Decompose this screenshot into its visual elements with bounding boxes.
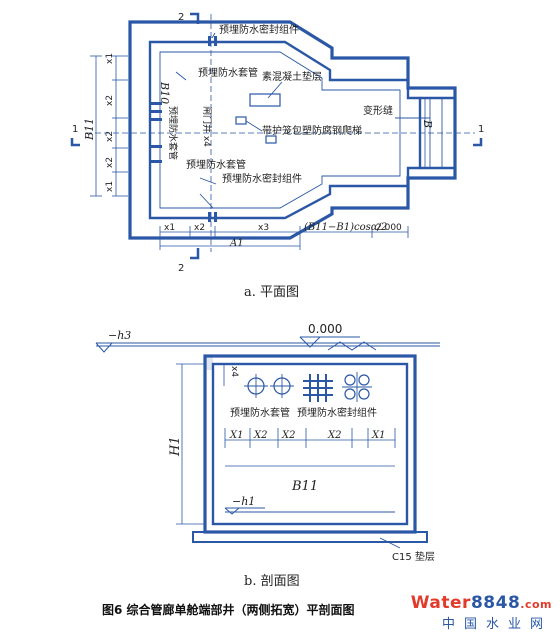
watermark-num: 8848	[470, 593, 521, 613]
label-seal-top: 预埋防水密封组件	[219, 23, 299, 36]
sleeve-mark	[150, 160, 162, 163]
bottom-dim-ticks	[159, 226, 409, 250]
dim-h1: H1	[168, 436, 183, 457]
label-steel-ladder: 带护笼包塑防腐钢爬梯	[262, 124, 362, 137]
spacing-ticks	[224, 428, 396, 448]
wall-top-left	[205, 356, 213, 370]
watermark-word: Water8848.com	[411, 593, 552, 613]
watermark-sub: 中国水业网	[441, 617, 552, 632]
sleeve-mark	[150, 118, 162, 121]
leader	[211, 32, 216, 39]
dim-x2-left-c: x2	[105, 157, 115, 168]
plan-caption: a. 平面图	[244, 285, 299, 300]
sleeve-mark	[150, 110, 162, 113]
dim-x3-bottom: x3	[258, 223, 269, 233]
watermark: Water8848.com 中国水业网	[411, 593, 552, 632]
bottom-seal-mark	[208, 212, 211, 222]
dim-b11-left: B11	[83, 118, 96, 141]
label-sleeve-bottom: 预埋防水套管	[186, 158, 246, 171]
dim-x1-bottom: x1	[164, 223, 175, 233]
dim-b10: B10	[158, 81, 171, 104]
dim-2000: 2 000	[376, 223, 402, 233]
plan-view: 2 2 1 1 预埋防水密封组件	[70, 12, 484, 300]
watermark-tail: .com	[520, 598, 552, 611]
ground-hatch	[327, 341, 377, 351]
label-concrete: 素混凝土垫层	[262, 70, 322, 83]
top-seal-mark	[214, 36, 217, 46]
dim-b: B	[421, 119, 434, 128]
label-seal-bottom: 预埋防水密封组件	[222, 172, 302, 185]
section-mark-right	[473, 138, 483, 147]
cushion-leader	[379, 537, 401, 549]
seal-grid	[303, 374, 333, 402]
spacing-x1-b: X1	[371, 430, 385, 441]
left-sleeve-group	[150, 102, 162, 163]
section-label-top: 2	[178, 12, 184, 23]
label-vertical-left: 预埋防水套管	[167, 106, 179, 160]
pipe-symbols	[244, 372, 372, 402]
section-mark-top	[190, 12, 200, 24]
label-sleeve-top: 预埋防水套管	[198, 66, 258, 79]
spacing-x2-c: X2	[327, 430, 341, 441]
h3-marker	[95, 342, 113, 353]
section-sleeve-label: 预埋防水套管	[230, 406, 290, 419]
elevation-marker	[299, 336, 321, 348]
section-label-right: 1	[478, 124, 484, 135]
h1-floor-label: −h1	[232, 495, 255, 508]
h3-label: −h3	[108, 329, 131, 342]
ladder-base	[265, 135, 277, 144]
leader	[267, 81, 283, 99]
elevation-label: 0.000	[308, 322, 342, 336]
plan-outer-wall	[128, 20, 457, 240]
leader	[199, 177, 217, 185]
section-label-bottom: 2	[178, 263, 184, 274]
dim-x2-left-b: x2	[105, 131, 115, 142]
plan-inner-line	[159, 51, 401, 209]
dim-a1: A1	[229, 238, 244, 249]
bottom-seal-mark	[214, 212, 217, 222]
section-view: −h3 0.000	[95, 322, 440, 589]
sleeve-mark	[150, 145, 162, 148]
label-deform: 变形缝	[363, 104, 393, 117]
section-b11: B11	[291, 479, 318, 494]
dim-x2-bottom: x2	[194, 223, 205, 233]
section-seal-label: 预埋防水密封组件	[297, 406, 377, 419]
h1-floor-marker	[224, 507, 240, 515]
dim-x1-left-top: x1	[105, 53, 115, 64]
label-vertical-right: 闸门井 x4	[201, 106, 213, 147]
figure-caption: 图6 综合管廊单舱端部井（两侧拓宽）平剖面图	[102, 602, 355, 617]
concrete-pad	[249, 93, 281, 107]
spacing-x1-a: X1	[229, 430, 243, 441]
section-mark-bottom	[190, 248, 200, 260]
cushion-label: C15 垫层	[392, 550, 435, 563]
leader	[199, 193, 214, 209]
top-seal-mark	[208, 36, 211, 46]
section-mark-left	[70, 138, 80, 147]
section-inner-box	[211, 362, 409, 526]
dim-x2-left-a: x2	[105, 95, 115, 106]
dim-x4: x4	[229, 366, 239, 377]
left-dim-ticks	[90, 55, 128, 197]
dim-formula: (B11−B1)cosα/2	[304, 222, 387, 233]
section-label-left: 1	[72, 124, 78, 135]
watermark-water: Water	[410, 593, 471, 613]
dim-x1-left-bottom: x1	[105, 181, 115, 192]
spacing-x2-a: X2	[253, 430, 267, 441]
steel-ladder	[235, 116, 247, 125]
leader	[245, 120, 263, 132]
sleeve-mark	[150, 102, 162, 105]
section-caption: b. 剖面图	[244, 574, 300, 589]
spacing-x2-b: X2	[281, 430, 295, 441]
leader	[175, 71, 187, 81]
cushion-layer	[192, 531, 428, 543]
